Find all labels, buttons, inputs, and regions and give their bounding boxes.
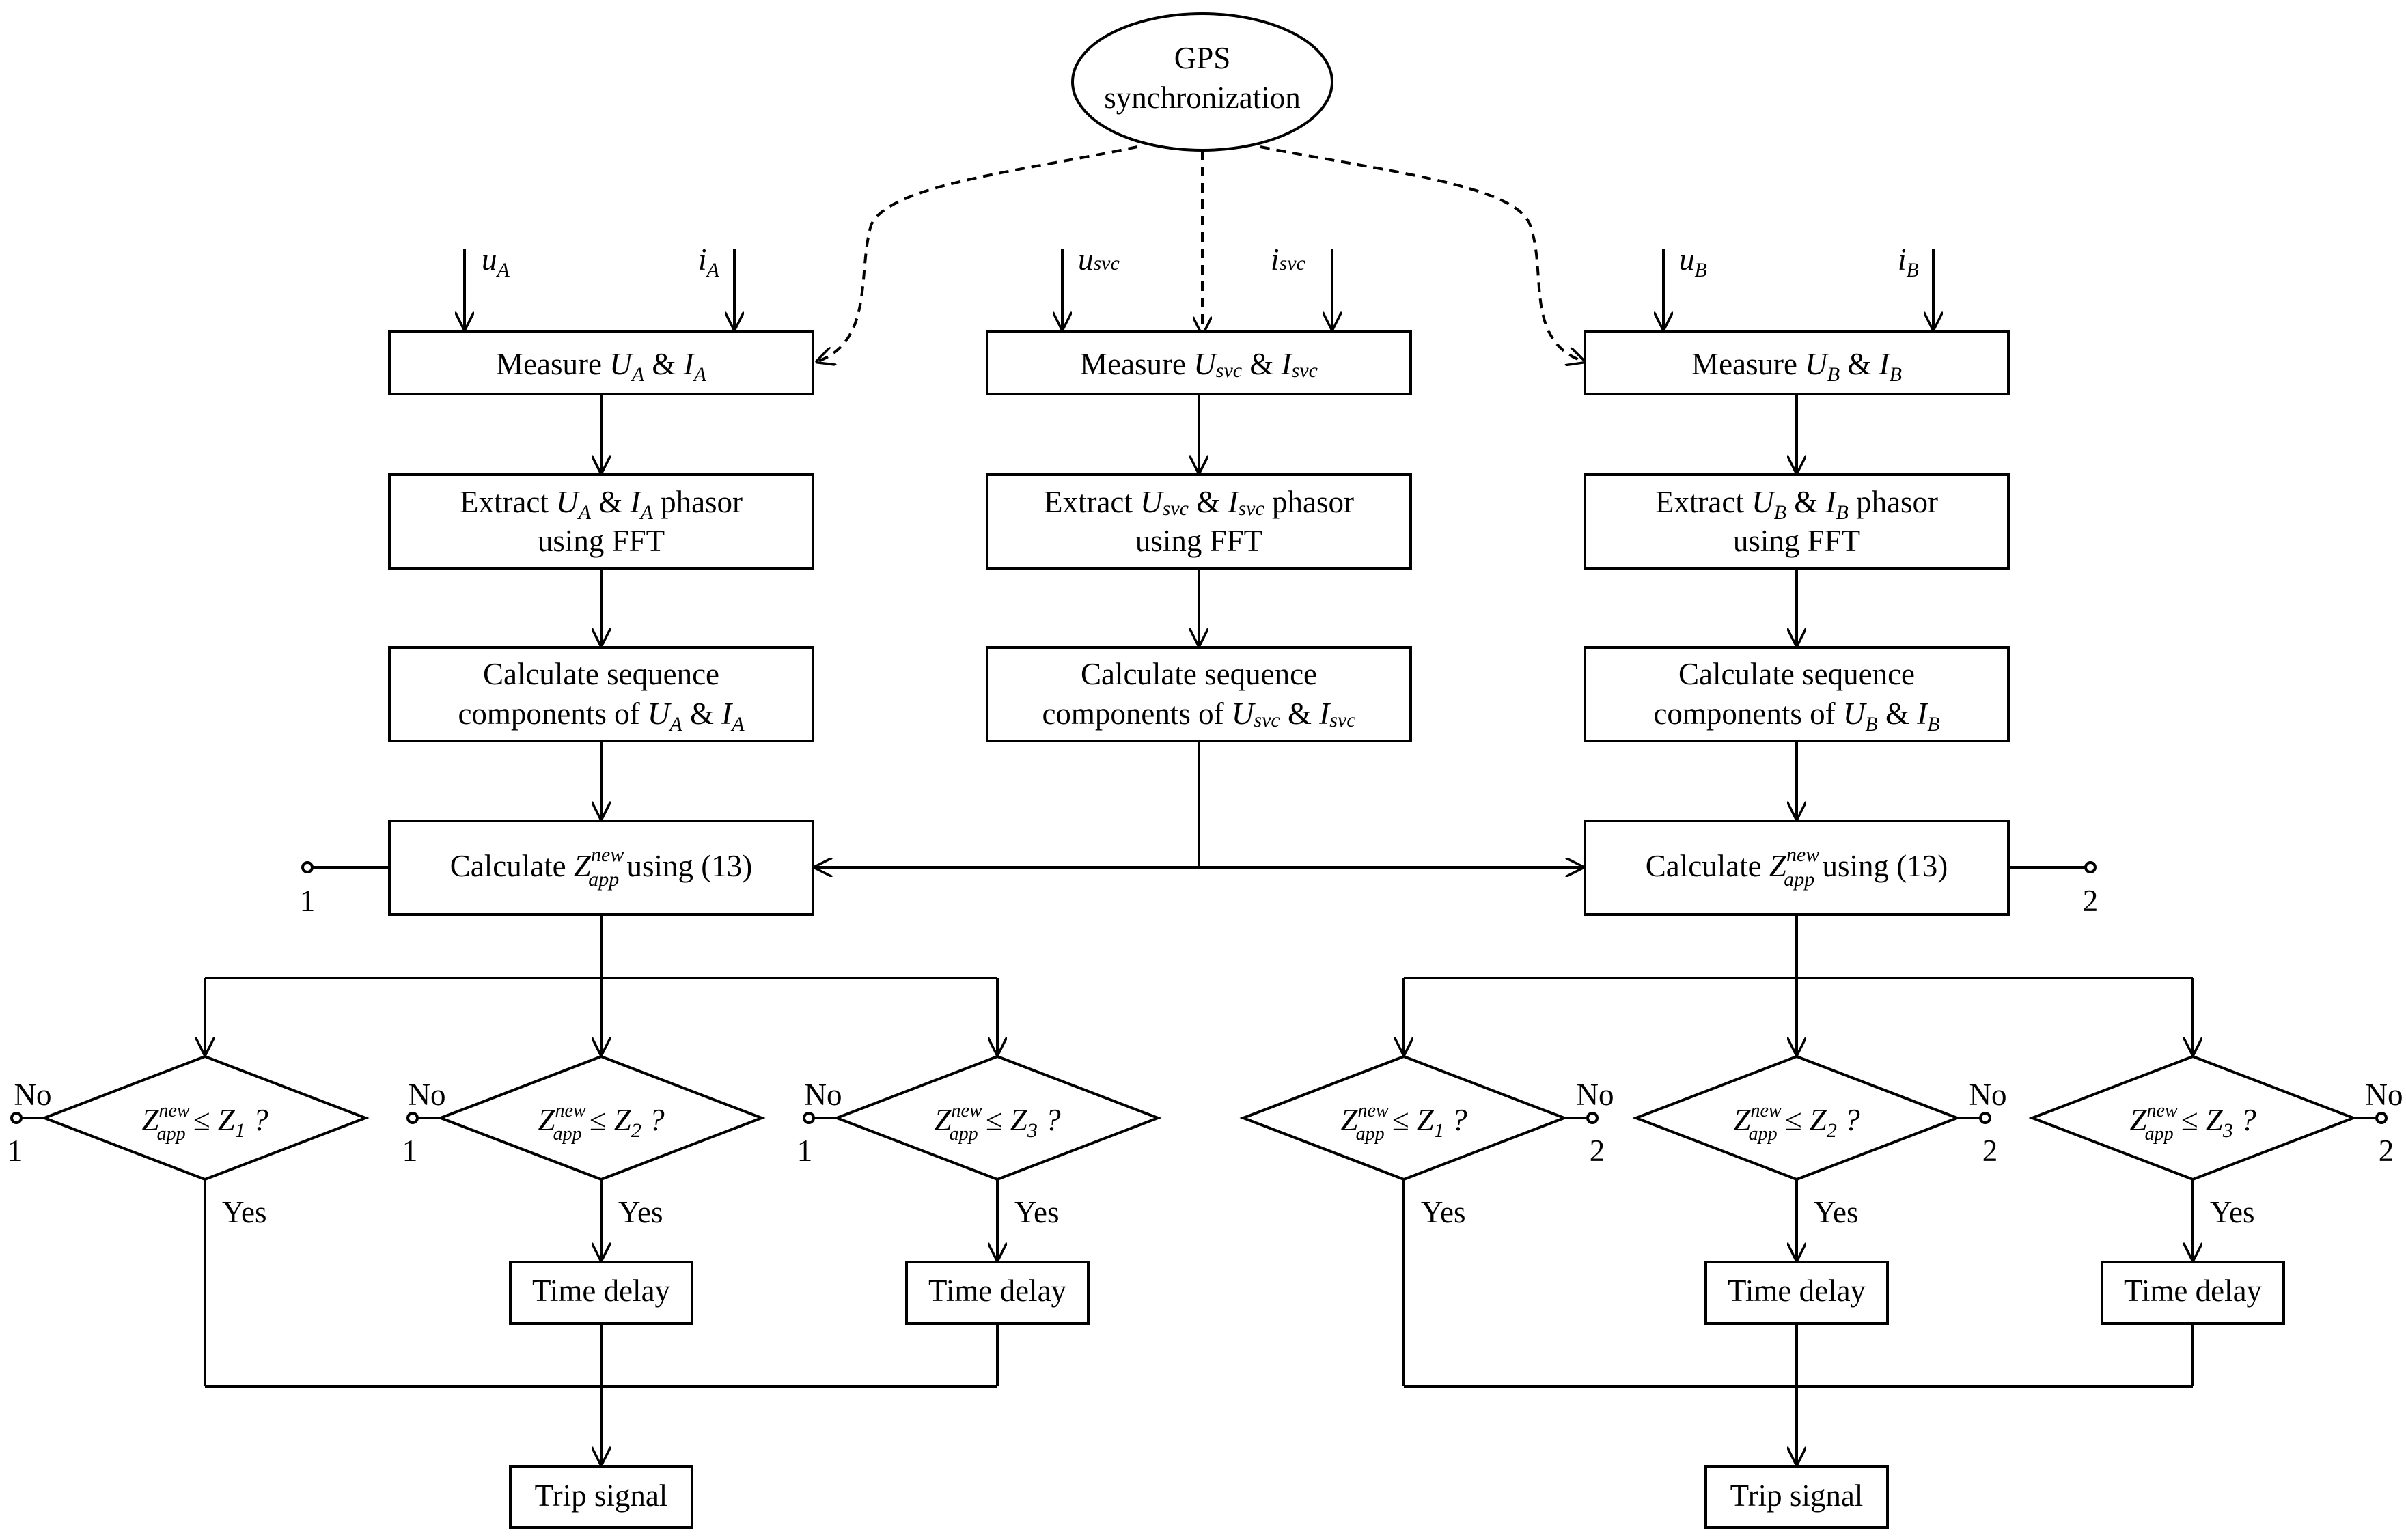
extract-A-label: Extract UA & IA phasor <box>460 485 743 524</box>
input-signals: uA iA usvc isvc uB iB <box>465 242 1933 330</box>
time-delay-left-2 <box>509 1261 693 1325</box>
input-iA-label: iA <box>698 242 720 281</box>
measure-A-label: Measure UA & IA <box>496 347 707 386</box>
terminal-right-label: 2 <box>2083 884 2099 918</box>
terminal-left-label: 1 <box>300 884 316 918</box>
zone1-right-no-label: No <box>1577 1078 1614 1112</box>
extract-svc-label: Extract Usvc & Isvc phasor <box>1044 485 1354 520</box>
sequence-svc-box <box>986 646 1412 742</box>
calc-terminals: 1 2 <box>300 861 2099 918</box>
zone2-left-no-terminal: 1 <box>402 1134 418 1168</box>
zone1-left-no-terminal: 1 <box>8 1134 23 1168</box>
zone1-left-no-label: No <box>14 1078 52 1112</box>
zone2-right-no-terminal: 2 <box>1982 1134 1998 1168</box>
zone1-right-no-terminal: 2 <box>1590 1134 1605 1168</box>
sequence-B-label-line1: Calculate sequence <box>1678 657 1915 691</box>
trip-signal-right <box>1704 1465 1889 1529</box>
time-delay-left-2-label: Time delay <box>532 1274 671 1308</box>
extract-B-label-line2: using FFT <box>1733 524 1860 558</box>
zone2-right-no-label: No <box>1969 1078 2007 1112</box>
zone3-right-no-terminal: 2 <box>2379 1134 2394 1168</box>
input-uA-label: uA <box>482 242 510 281</box>
zone3-left-yes-label: Yes <box>1014 1195 1059 1229</box>
sequence-A-label-line1: Calculate sequence <box>483 657 719 691</box>
trip-signal-right-label: Trip signal <box>1730 1479 1864 1513</box>
zone2-left-no-label: No <box>409 1078 446 1112</box>
measure-svc-label: Measure Usvc & Isvc <box>1080 347 1318 382</box>
calc-impedance-right-box <box>1584 820 2010 916</box>
extract-A-label-line2: using FFT <box>538 524 665 558</box>
extract-A-box <box>388 473 814 570</box>
sequence-B-label-line2: components of UB & IB <box>1653 697 1939 736</box>
time-delay-right-2 <box>1704 1261 1889 1325</box>
input-uB-label: uB <box>1679 242 1707 281</box>
extract-B-box <box>1584 473 2010 570</box>
input-usvc-label: usvc <box>1078 242 1120 277</box>
sequence-A-box <box>388 646 814 742</box>
measure-B-label: Measure UB & IB <box>1691 347 1902 386</box>
zone3-right-yes-label: Yes <box>2210 1195 2254 1229</box>
gps-label-line2: synchronization <box>1104 81 1300 115</box>
zone1-right-yes-label: Yes <box>1421 1195 1465 1229</box>
extract-svc-label-line2: using FFT <box>1135 524 1262 558</box>
sequence-svc-label-line1: Calculate sequence <box>1081 657 1317 691</box>
calc-impedance-left-box <box>388 820 814 916</box>
time-delay-left-3-label: Time delay <box>928 1274 1067 1308</box>
input-iB-label: iB <box>1898 242 1919 281</box>
column-A: Measure UA & IA Extract UA & IA phasor u… <box>388 330 814 916</box>
trip-signal-left <box>509 1465 693 1529</box>
measure-B-box <box>1584 330 2010 395</box>
zone3-left-no-terminal: 1 <box>797 1134 813 1168</box>
zone3-right-no-label: No <box>2366 1078 2403 1112</box>
zone2-left-yes-label: Yes <box>618 1195 663 1229</box>
time-delay-right-2-label: Time delay <box>1728 1274 1866 1308</box>
sequence-svc-label-line2: components of Usvc & Isvc <box>1042 697 1355 731</box>
column-svc: Measure Usvc & Isvc Extract Usvc & Isvc … <box>814 330 1584 867</box>
sequence-B-box <box>1584 646 2010 742</box>
time-delay-right-3-label: Time delay <box>2124 1274 2263 1308</box>
zone2-right-yes-label: Yes <box>1814 1195 1858 1229</box>
extract-B-label: Extract UB & IB phasor <box>1655 485 1938 524</box>
gps-label-line1: GPS <box>1174 41 1231 75</box>
zone3-left-no-label: No <box>805 1078 842 1112</box>
measure-svc-box <box>986 330 1412 395</box>
gps-sync-links <box>816 145 1585 362</box>
column-B: Measure UB & IB Extract UB & IB phasor u… <box>1584 330 2010 916</box>
sequence-A-label-line2: components of UA & IA <box>458 697 745 736</box>
extract-svc-box <box>986 473 1412 570</box>
input-isvc-label: isvc <box>1271 242 1305 277</box>
gps-synchronization-node: GPS synchronization <box>1071 12 1333 152</box>
trip-signal-left-label: Trip signal <box>535 1479 668 1513</box>
zone1-left-yes-label: Yes <box>222 1195 266 1229</box>
